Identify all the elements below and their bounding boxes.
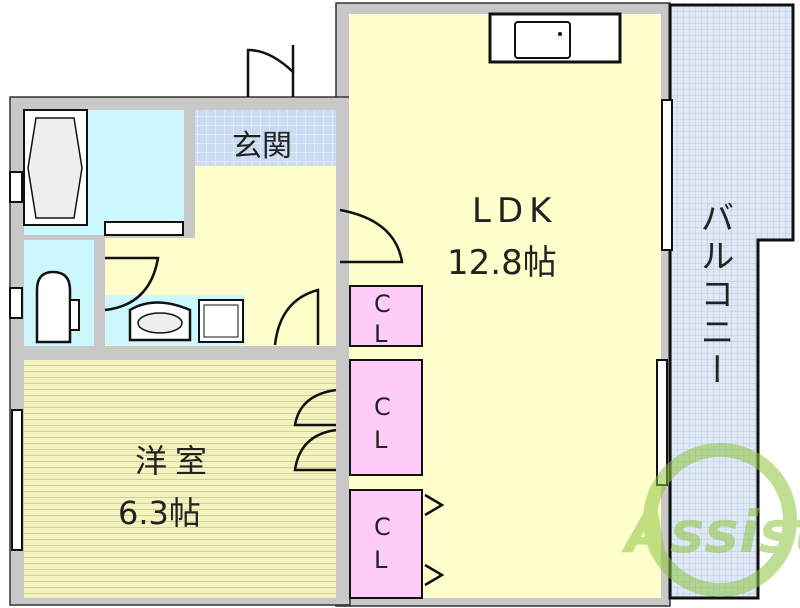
doors [104, 45, 445, 587]
svg-text:C: C [374, 290, 391, 318]
svg-text:C: C [374, 393, 391, 421]
svg-text:Assist: Assist [621, 498, 800, 566]
washbasin-icon [128, 301, 192, 342]
western-room-size: 6.3帖 [118, 494, 201, 532]
svg-text:L: L [374, 320, 388, 348]
entrance-label: 玄関 [232, 129, 292, 164]
closets [349, 285, 423, 599]
kitchen-counter [488, 12, 622, 64]
windows [9, 99, 673, 551]
western-room-label: 洋室 [135, 442, 215, 480]
closet-labels: C L C L C L [374, 290, 391, 574]
svg-text:C: C [374, 513, 391, 541]
entrance [195, 110, 336, 166]
toilet-icon [35, 270, 80, 344]
washing-machine-icon [198, 299, 244, 343]
ldk-label: LDK [472, 191, 557, 231]
ldk-size: 12.8帖 [447, 243, 557, 283]
svg-text:L: L [374, 546, 388, 574]
balcony-label: バルコニー [694, 200, 734, 390]
western-room-floor [24, 360, 336, 598]
assist-watermark-logo: Assist [621, 443, 800, 597]
svg-text:L: L [374, 426, 388, 454]
bathtub-icon [23, 109, 88, 226]
